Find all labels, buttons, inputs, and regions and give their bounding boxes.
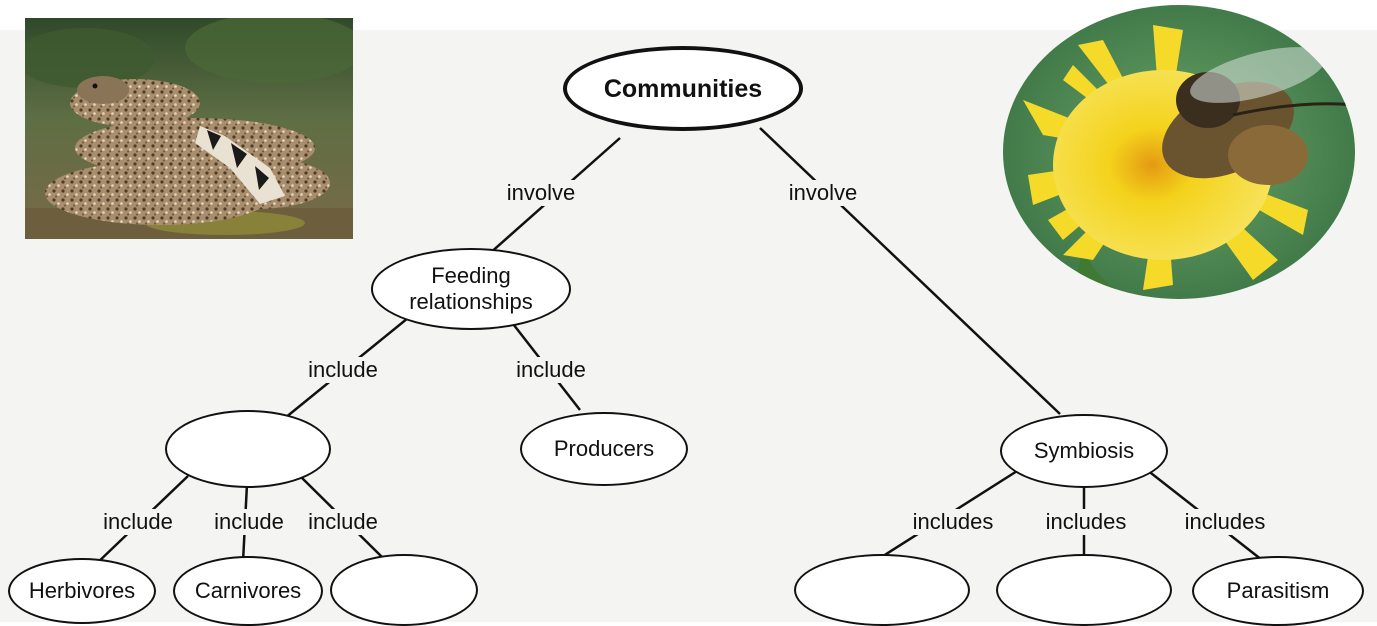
link-label-include-carnivores: include <box>212 509 286 535</box>
link-label-includes-1: includes <box>910 509 996 535</box>
link-label-involve-right: involve <box>786 180 860 206</box>
link-label-involve-left: involve <box>504 180 578 206</box>
link-label-include-third: include <box>306 509 380 535</box>
link-label-include-left: include <box>306 357 380 383</box>
node-third-consumer-blank <box>330 554 478 626</box>
line-root-symbiosis <box>759 127 1061 415</box>
node-herbivores: Herbivores <box>8 558 156 624</box>
link-label-includes-2: includes <box>1043 509 1129 535</box>
node-symbiosis-blank-1 <box>794 554 970 626</box>
node-parasitism: Parasitism <box>1192 556 1364 626</box>
node-producers: Producers <box>520 412 688 486</box>
node-communities: Communities <box>563 46 803 131</box>
link-label-include-herbivores: include <box>101 509 175 535</box>
node-symbiosis-blank-2 <box>996 554 1172 626</box>
link-label-includes-3: includes <box>1182 509 1268 535</box>
bee-on-flower-photo <box>1003 5 1355 299</box>
rattlesnake-photo <box>25 18 353 239</box>
node-carnivores: Carnivores <box>173 556 323 626</box>
link-label-include-right: include <box>514 357 588 383</box>
node-symbiosis: Symbiosis <box>1000 414 1168 488</box>
node-feeding-relationships: Feeding relationships <box>371 248 571 330</box>
node-consumers-blank <box>165 410 331 488</box>
